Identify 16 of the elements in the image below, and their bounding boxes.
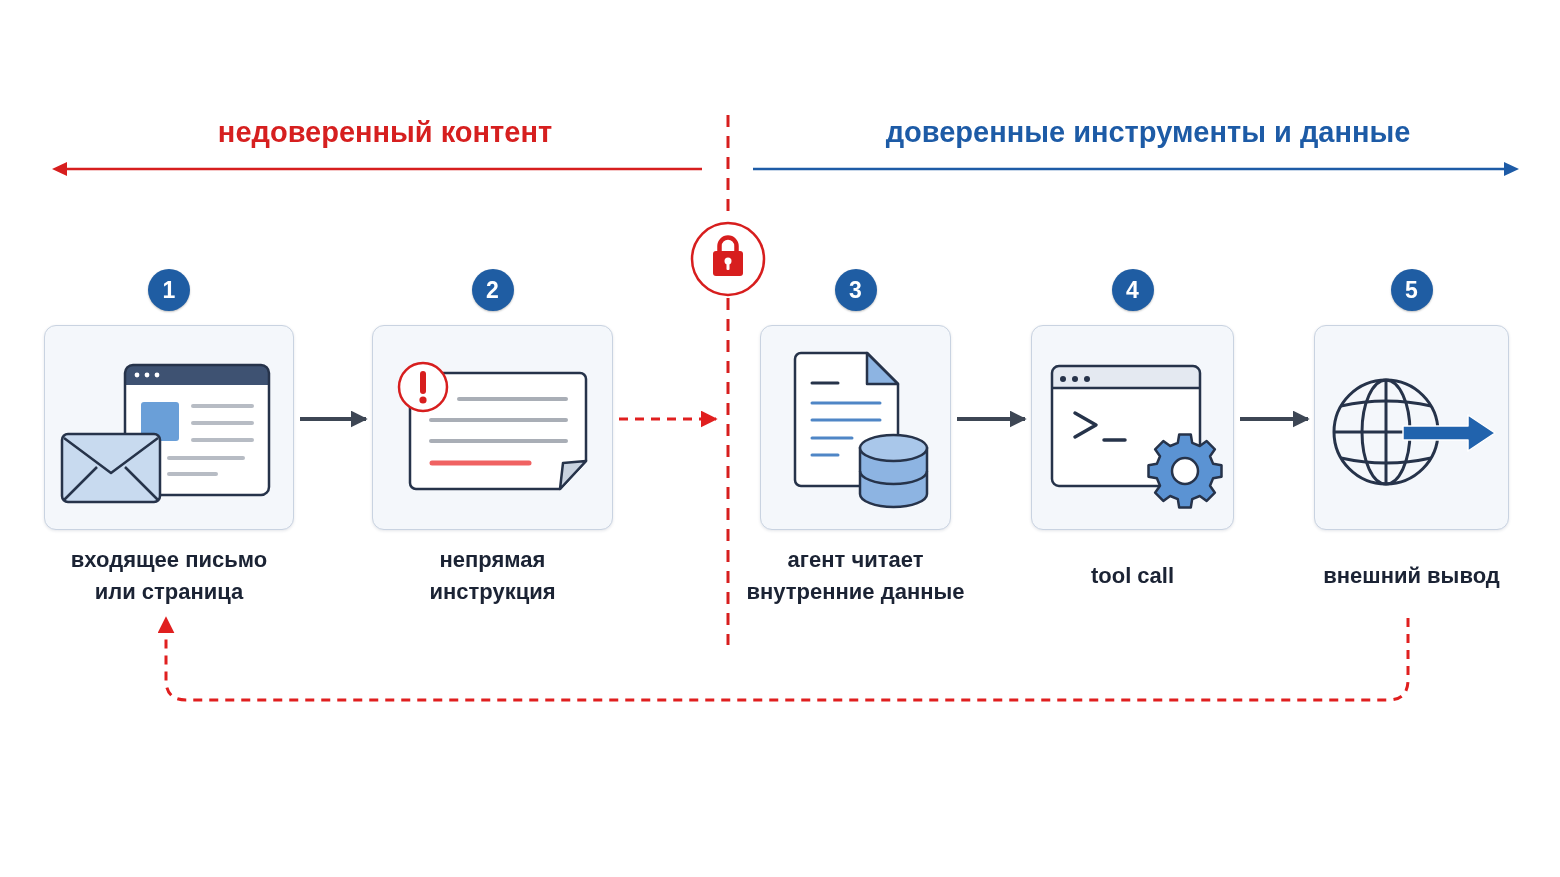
step-caption: агент читает внутренние данные — [745, 546, 966, 606]
dashed-arrow — [619, 410, 718, 428]
step-number: 5 — [1390, 269, 1433, 311]
step-caption: входящее письмо или страница — [69, 546, 269, 606]
arrow — [957, 410, 1027, 428]
step-caption: внешний вывод — [1323, 562, 1500, 590]
arrow — [1240, 410, 1310, 428]
step-caption: непрямая инструкция — [428, 546, 557, 606]
zone-heading: недоверенный контент — [217, 115, 553, 150]
step-number: 2 — [471, 269, 514, 311]
arrow — [300, 410, 368, 428]
step-number: 3 — [834, 269, 877, 311]
zone-heading: доверенные инструменты и данные — [885, 115, 1411, 150]
step-number: 4 — [1111, 269, 1154, 311]
step-caption: tool call — [1090, 562, 1175, 590]
step-number: 1 — [148, 269, 190, 311]
